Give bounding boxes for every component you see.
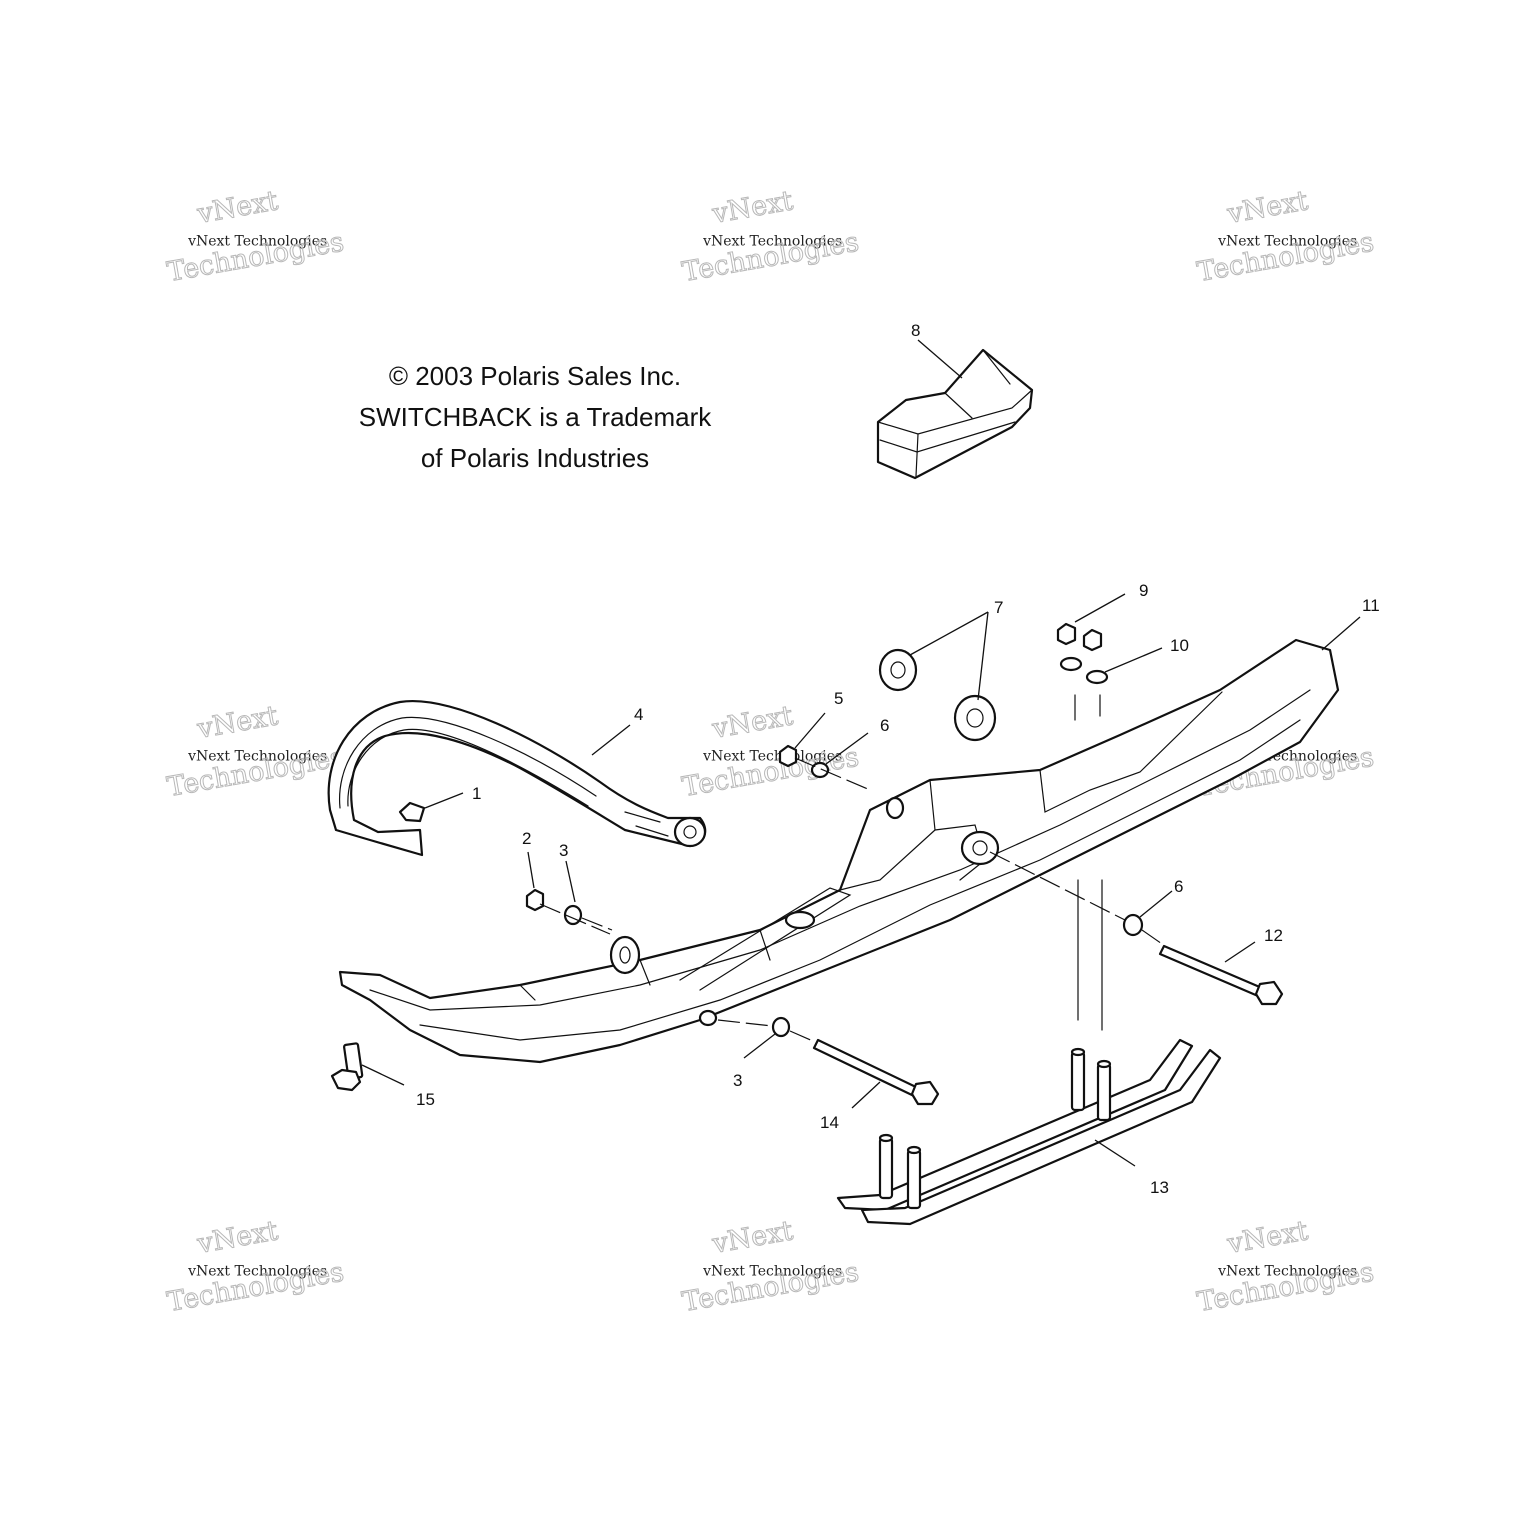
svg-text:vNext Technologies: vNext Technologies (1217, 1263, 1357, 1279)
watermark: vNext vNext Technologies Technologies (1194, 1215, 1376, 1319)
svg-text:vNext Technologies: vNext Technologies (702, 748, 842, 764)
svg-text:vNext: vNext (709, 1215, 795, 1260)
callout-3: 3 (559, 841, 568, 860)
part-6-washer-upper (810, 761, 830, 779)
callout-1: 1 (472, 784, 481, 803)
watermark: vNext vNext Technologies Technologies (164, 700, 346, 804)
part-3-washer-lower (771, 1016, 791, 1038)
assembly-lines (539, 694, 1166, 1043)
svg-text:vNext: vNext (1224, 185, 1310, 230)
watermark: vNext vNext Technologies Technologies (679, 700, 861, 804)
callout-8: 8 (911, 321, 920, 340)
callout-12: 12 (1264, 926, 1283, 945)
part-12-bolt (1158, 944, 1284, 1006)
svg-text:vNext: vNext (194, 1215, 280, 1260)
callout-9: 9 (1139, 581, 1148, 600)
callout-7: 7 (994, 598, 1003, 617)
part-5-nut (778, 744, 798, 768)
watermark: vNext vNext Technologies Technologies (164, 1215, 346, 1319)
part-9-nuts (1056, 622, 1103, 652)
callout-labels: 1 2 3 4 5 6 7 8 9 10 11 6 12 13 14 3 15 (416, 321, 1380, 1197)
watermark: vNext vNext Technologies Technologies (164, 185, 346, 289)
part-14-bolt (812, 1038, 940, 1106)
callout-5: 5 (834, 689, 843, 708)
svg-text:vNext Technologies: vNext Technologies (187, 748, 327, 764)
svg-text:vNext: vNext (709, 700, 795, 745)
watermark: vNext vNext Technologies Technologies (679, 1215, 861, 1319)
svg-text:vNext Technologies: vNext Technologies (187, 233, 327, 249)
svg-text:vNext: vNext (709, 185, 795, 230)
callout-11: 11 (1362, 596, 1380, 615)
callout-14: 14 (820, 1113, 839, 1132)
part-1-clip (398, 801, 426, 823)
trademark-line: SWITCHBACK is a Trademark (358, 402, 712, 432)
part-10-washers (1059, 656, 1109, 685)
part-2-nut (525, 888, 545, 912)
watermark: vNext vNext Technologies Technologies (1194, 185, 1376, 289)
part-6-washer-right (1122, 913, 1144, 937)
svg-text:vNext Technologies: vNext Technologies (1217, 233, 1357, 249)
svg-text:vNext: vNext (194, 185, 280, 230)
copyright-notice: © 2003 Polaris Sales Inc. SWITCHBACK is … (300, 356, 770, 479)
trademark-owner-line: of Polaris Industries (420, 443, 650, 473)
callout-6: 6 (880, 716, 889, 735)
callout-3-lower: 3 (733, 1071, 742, 1090)
callout-4: 4 (634, 705, 643, 724)
svg-text:vNext: vNext (194, 700, 280, 745)
part-8-bumper (876, 348, 1034, 480)
part-3-washer-left (563, 904, 583, 926)
watermark: vNext vNext Technologies Technologies (679, 185, 861, 289)
callout-6-right: 6 (1174, 877, 1183, 896)
svg-text:vNext Technologies: vNext Technologies (702, 1263, 842, 1279)
callout-10: 10 (1170, 636, 1189, 655)
callout-13: 13 (1150, 1178, 1169, 1197)
leader-lines (361, 339, 1361, 1167)
svg-text:vNext Technologies: vNext Technologies (702, 233, 842, 249)
copyright-line: © 2003 Polaris Sales Inc. (388, 361, 682, 391)
part-11-ski (338, 638, 1340, 1064)
part-4-ski-loop (327, 700, 707, 857)
callout-15: 15 (416, 1090, 435, 1109)
svg-text:vNext Technologies: vNext Technologies (187, 1263, 327, 1279)
svg-text:vNext: vNext (1224, 1215, 1310, 1260)
part-7-spacers (878, 648, 997, 742)
part-15-bolt (330, 1042, 364, 1092)
part-13-runner (836, 1038, 1222, 1226)
callout-2: 2 (522, 829, 531, 848)
